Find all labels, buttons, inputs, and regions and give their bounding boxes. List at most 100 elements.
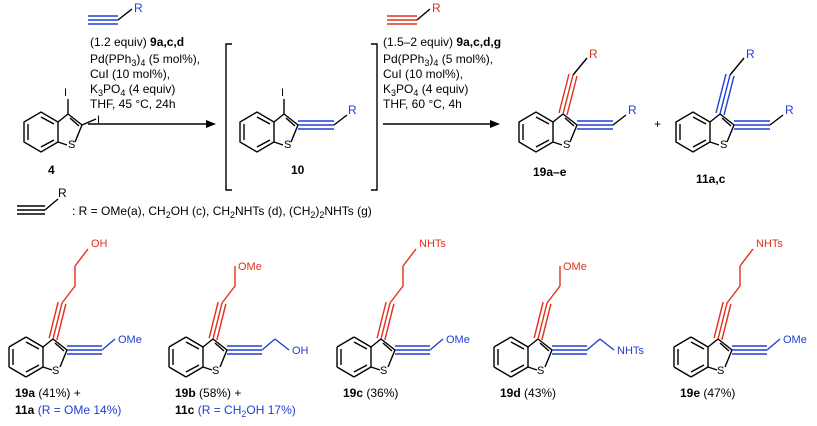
bond-line	[59, 349, 68, 368]
reaction-arrow-2	[383, 120, 500, 128]
bond-line	[527, 366, 538, 371]
bracket-right	[371, 43, 378, 191]
bond-line	[544, 349, 553, 368]
bond-line	[707, 338, 719, 348]
example-caption: 19e (47%)	[680, 386, 735, 400]
example-caption-line2: 11c (R = CH2OH 17%)	[175, 403, 296, 419]
alkyne-reagent-icon	[88, 8, 133, 25]
compound-11-label: 11a,c	[696, 172, 726, 186]
compound-10-structure	[239, 99, 348, 153]
bond-line	[202, 366, 213, 371]
bond-line	[599, 338, 615, 351]
bond-line	[370, 366, 381, 371]
bond-line	[376, 301, 387, 339]
iodine-atom-label: I	[64, 87, 67, 99]
step1-base-line: K3PO4 (4 equiv)	[90, 82, 175, 98]
bond-line	[212, 302, 223, 340]
bond-line	[274, 338, 290, 351]
bond-line	[42, 366, 53, 371]
compound-19-structure	[518, 57, 627, 153]
bond-line	[546, 285, 561, 304]
bond-line	[533, 301, 544, 339]
bond-line	[510, 341, 525, 350]
bond-line	[673, 366, 692, 378]
bond-line	[726, 285, 741, 304]
alkyne-reagent-icon	[387, 8, 431, 25]
bond-line	[353, 341, 368, 350]
bond-line	[168, 336, 187, 348]
bond-line	[673, 336, 692, 348]
bond-line	[185, 364, 200, 373]
bond-line	[721, 303, 732, 341]
sulfur-atom-label: S	[717, 365, 724, 377]
bond-line	[216, 303, 227, 341]
bond-line	[527, 338, 539, 348]
bond-line	[493, 336, 512, 348]
bond-line	[185, 341, 200, 350]
example-caption: 19a (41%) +	[15, 386, 81, 400]
bond-line	[717, 338, 733, 351]
example-caption: 19b (58%) +	[175, 386, 241, 400]
bond-line	[690, 341, 705, 350]
step1-catalyst-line: Pd(PPh3)4 (5 mol%),	[90, 52, 200, 68]
bond-line	[336, 336, 355, 348]
bracket-left	[225, 43, 232, 191]
r-group-label: R	[348, 103, 357, 117]
substituent-label: OMe	[118, 334, 142, 346]
bond-line	[384, 303, 395, 341]
bond-line	[219, 349, 228, 368]
step2-solvent-line: THF, 60 °C, 4h	[383, 97, 462, 111]
bond-line	[510, 336, 529, 348]
substituent-label: NHTs	[419, 238, 446, 250]
bond-line	[690, 364, 705, 373]
substituent-label: OMe	[563, 261, 587, 273]
substituent-label: OMe	[446, 334, 470, 346]
bond-line	[353, 336, 372, 348]
r-group-label: R	[432, 1, 441, 15]
sulfur-atom-label: S	[68, 139, 75, 151]
r-group-label: R	[589, 47, 598, 61]
substituent-label: OH	[292, 345, 309, 357]
bond-line	[25, 366, 44, 378]
substituent-label: NHTs	[617, 345, 644, 357]
bond-line	[8, 336, 27, 348]
bond-line	[380, 338, 396, 351]
bond-line	[202, 338, 214, 348]
substituent-label: OH	[91, 238, 108, 250]
bond-line	[221, 285, 236, 304]
bond-line	[56, 303, 67, 341]
step1-cocatalyst-line: CuI (10 mol%),	[90, 67, 170, 81]
legend-r-groups: : R = OMe(a), CH2OH (c), CH2NHTs (d), (C…	[72, 204, 372, 220]
bond-line	[493, 366, 512, 378]
compound-4-label: 4	[48, 163, 55, 177]
bond-line	[185, 366, 204, 378]
bond-line	[353, 366, 372, 378]
bond-line	[539, 342, 550, 352]
bond-line	[214, 342, 225, 352]
step2-cocatalyst-line: CuI (10 mol%),	[383, 67, 463, 81]
example-caption: 19d (43%)	[500, 386, 556, 400]
example-caption-line2: 11a (R = OMe 14%)	[15, 403, 121, 417]
bond-line	[402, 248, 417, 267]
substituent-label: OMe	[783, 334, 807, 346]
bond-line	[25, 364, 40, 373]
bond-line	[25, 336, 44, 348]
sulfur-atom-label: S	[537, 365, 544, 377]
sulfur-atom-label: S	[720, 139, 727, 151]
bond-line	[713, 301, 724, 339]
compound-4-structure	[23, 99, 97, 153]
substituent-label: OMe	[238, 261, 262, 273]
bond-line	[510, 366, 529, 378]
bond-line	[101, 338, 116, 351]
reaction-arrow-1	[88, 120, 216, 128]
bond-line	[380, 302, 391, 340]
bond-line	[719, 342, 730, 352]
sulfur-atom-label: S	[284, 139, 291, 151]
iodine-atom-label: I	[281, 87, 284, 99]
bond-line	[766, 338, 781, 351]
iodine-atom-label: I	[97, 114, 100, 126]
r-group-label: R	[628, 103, 637, 117]
